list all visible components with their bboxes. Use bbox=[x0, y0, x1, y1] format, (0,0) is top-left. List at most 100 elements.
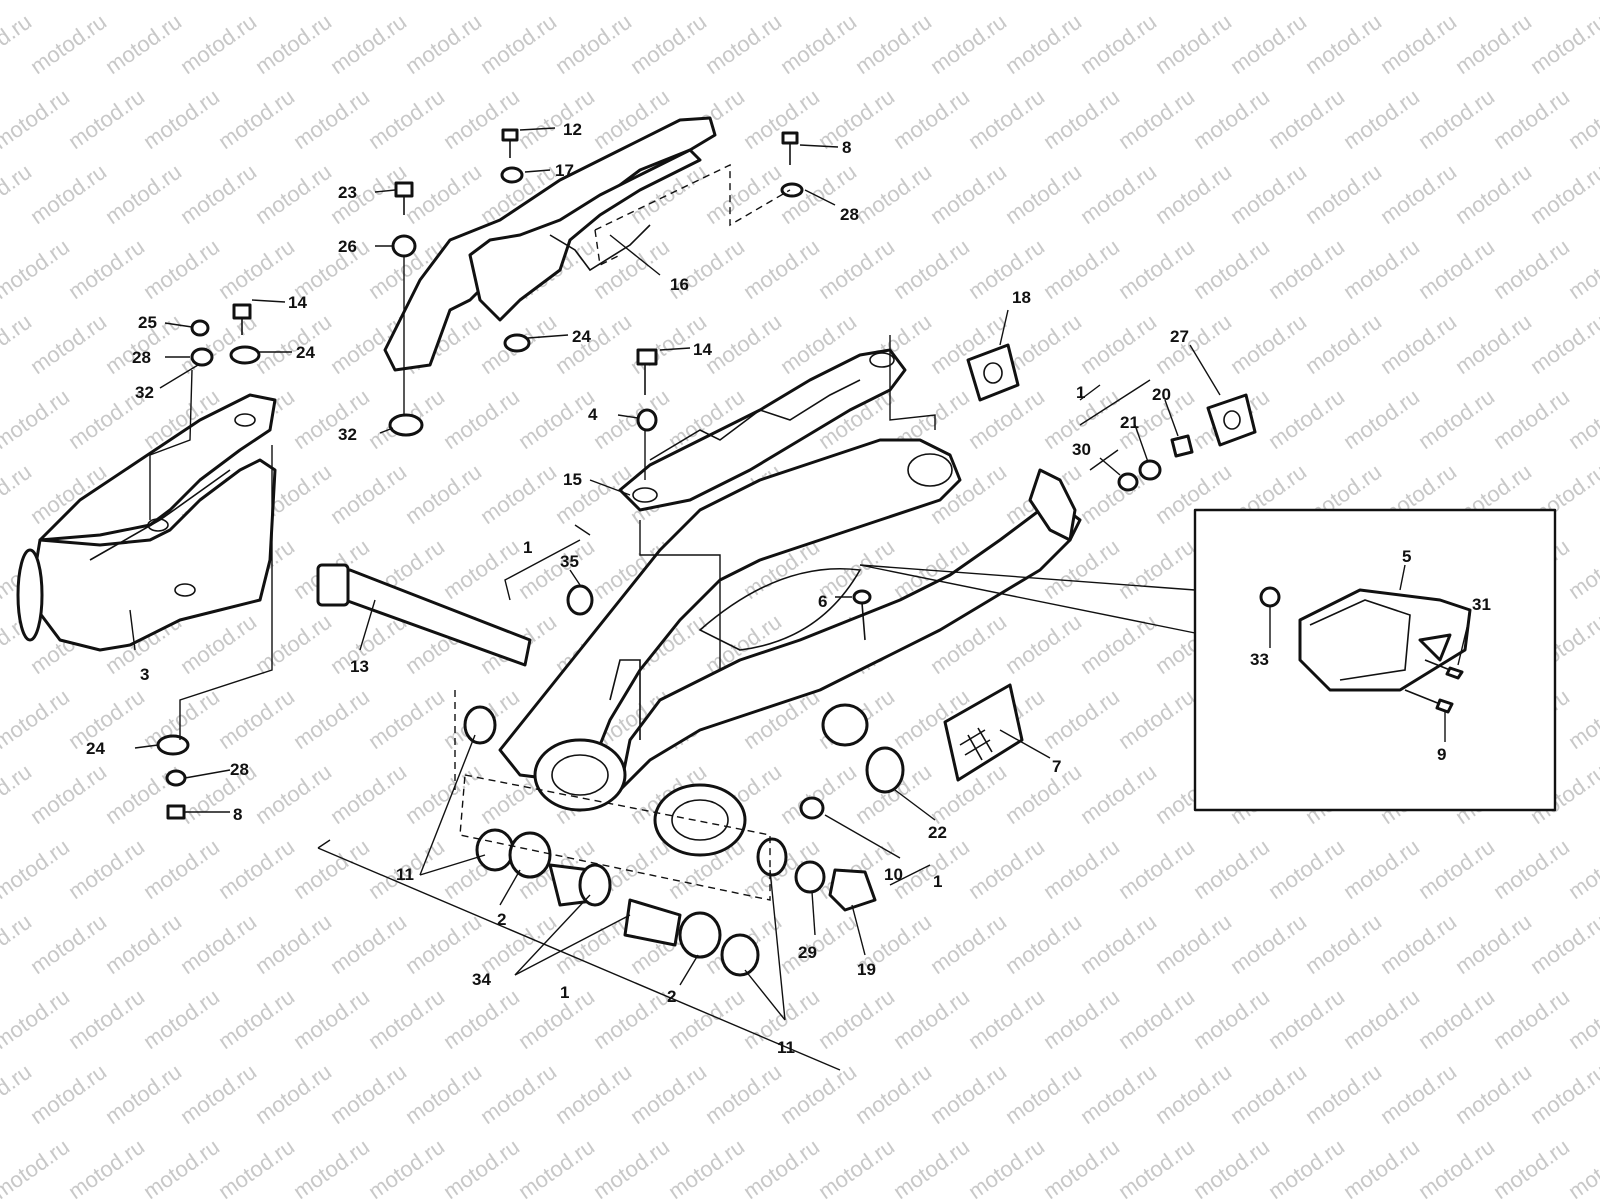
watermark-text: motod.ru bbox=[814, 1134, 899, 1200]
callout-17: 17 bbox=[555, 161, 574, 180]
callout-11-left: 11 bbox=[396, 865, 414, 884]
watermark-text: motod.ru bbox=[1376, 9, 1461, 79]
watermark-text: motod.ru bbox=[1076, 1059, 1161, 1129]
callout-27: 27 bbox=[1170, 327, 1189, 346]
watermark-text: motod.ru bbox=[251, 159, 336, 229]
callout-23: 23 bbox=[338, 183, 357, 202]
watermark-text: motod.ru bbox=[1189, 834, 1274, 904]
watermark-text: motod.ru bbox=[664, 0, 749, 4]
watermark-text: motod.ru bbox=[1376, 309, 1461, 379]
watermark-text: motod.ru bbox=[1339, 84, 1424, 154]
watermark-text: motod.ru bbox=[1489, 834, 1574, 904]
watermark-text: motod.ru bbox=[326, 759, 411, 829]
inset-chain-guide bbox=[1193, 508, 1557, 812]
watermark-text: motod.ru bbox=[851, 9, 936, 79]
watermark-text: motod.ru bbox=[0, 459, 36, 529]
watermark-text: motod.ru bbox=[1489, 384, 1574, 454]
watermark-text: motod.ru bbox=[1451, 159, 1536, 229]
watermark-text: motod.ru bbox=[1039, 684, 1124, 754]
watermark-text: motod.ru bbox=[0, 684, 74, 754]
watermark-text: motod.ru bbox=[439, 84, 524, 154]
watermark-text: motod.ru bbox=[439, 534, 524, 604]
watermark-text: motod.ru bbox=[964, 84, 1049, 154]
watermark-text: motod.ru bbox=[514, 0, 599, 4]
watermark-text: motod.ru bbox=[1376, 159, 1461, 229]
watermark-text: motod.ru bbox=[1226, 309, 1311, 379]
callout-28-top: 28 bbox=[840, 205, 859, 224]
watermark-text: motod.ru bbox=[626, 1059, 711, 1129]
callout-22: 22 bbox=[928, 823, 947, 842]
watermark-text: motod.ru bbox=[1114, 534, 1199, 604]
watermark-text: motod.ru bbox=[814, 0, 899, 4]
watermark-text: motod.ru bbox=[889, 1134, 974, 1200]
watermark-text: motod.ru bbox=[1451, 1059, 1536, 1129]
watermark-text: motod.ru bbox=[0, 234, 74, 304]
chain-guard-top bbox=[383, 116, 717, 372]
watermark-text: motod.ru bbox=[926, 9, 1011, 79]
watermark-text: motod.ru bbox=[64, 234, 149, 304]
callout-21: 21 bbox=[1120, 413, 1139, 432]
watermark-text: motod.ru bbox=[1301, 309, 1386, 379]
callout-32-mid: 32 bbox=[338, 425, 357, 444]
watermark-text: motod.ru bbox=[1076, 309, 1161, 379]
watermark-text: motod.ru bbox=[101, 9, 186, 79]
watermark-text: motod.ru bbox=[139, 234, 224, 304]
watermark-text: motod.ru bbox=[289, 834, 374, 904]
watermark-text: motod.ru bbox=[1564, 1134, 1600, 1200]
watermark-text: motod.ru bbox=[514, 384, 599, 454]
watermark-text: motod.ru bbox=[1076, 909, 1161, 979]
watermark-text: motod.ru bbox=[551, 909, 636, 979]
watermark-text: motod.ru bbox=[176, 9, 261, 79]
watermark-text: motod.ru bbox=[589, 1134, 674, 1200]
watermark-text: motod.ru bbox=[439, 384, 524, 454]
watermark-text: motod.ru bbox=[1489, 1134, 1574, 1200]
watermark-text: motod.ru bbox=[26, 909, 111, 979]
watermark-text: motod.ru bbox=[364, 984, 449, 1054]
watermark-text: motod.ru bbox=[551, 309, 636, 379]
callout-15: 15 bbox=[563, 470, 582, 489]
watermark-text: motod.ru bbox=[0, 159, 36, 229]
watermark-text: motod.ru bbox=[214, 684, 299, 754]
callout-30: 30 bbox=[1072, 440, 1091, 459]
watermark-text: motod.ru bbox=[289, 84, 374, 154]
watermark-text: motod.ru bbox=[1076, 9, 1161, 79]
callout-labels: 12 17 23 26 16 8 28 24 14 24 25 28 32 32… bbox=[86, 120, 1491, 1057]
watermark-text: motod.ru bbox=[101, 909, 186, 979]
watermark-text: motod.ru bbox=[964, 384, 1049, 454]
callout-24-low: 24 bbox=[86, 739, 105, 758]
watermark-text: motod.ru bbox=[1076, 759, 1161, 829]
watermark-text: motod.ru bbox=[739, 0, 824, 4]
watermark-text: motod.ru bbox=[1489, 984, 1574, 1054]
watermark-text: motod.ru bbox=[401, 759, 486, 829]
callout-1-bottom-right: 1 bbox=[933, 872, 942, 891]
watermark-text: motod.ru bbox=[0, 84, 74, 154]
watermark-text: motod.ru bbox=[1301, 159, 1386, 229]
callout-19: 19 bbox=[857, 960, 876, 979]
watermark-text: motod.ru bbox=[1489, 84, 1574, 154]
watermark-text: motod.ru bbox=[739, 234, 824, 304]
watermark-text: motod.ru bbox=[1001, 159, 1086, 229]
watermark-text: motod.ru bbox=[1189, 0, 1274, 4]
watermark-text: motod.ru bbox=[1076, 159, 1161, 229]
watermark-text: motod.ru bbox=[1339, 0, 1424, 4]
watermark-text: motod.ru bbox=[1189, 1134, 1274, 1200]
watermark-text: motod.ru bbox=[64, 1134, 149, 1200]
watermark-text: motod.ru bbox=[439, 1134, 524, 1200]
watermark-text: motod.ru bbox=[476, 9, 561, 79]
watermark-text: motod.ru bbox=[139, 1134, 224, 1200]
watermark-text: motod.ru bbox=[514, 1134, 599, 1200]
callout-11-right: 11 bbox=[777, 1038, 795, 1057]
callout-35: 35 bbox=[560, 552, 579, 571]
watermark-text: motod.ru bbox=[64, 834, 149, 904]
watermark-text: motod.ru bbox=[1189, 984, 1274, 1054]
watermark-text: motod.ru bbox=[776, 909, 861, 979]
watermark-text: motod.ru bbox=[1039, 84, 1124, 154]
callout-18: 18 bbox=[1012, 288, 1031, 307]
watermark-text: motod.ru bbox=[251, 9, 336, 79]
watermark-text: motod.ru bbox=[1564, 684, 1600, 754]
watermark-text: motod.ru bbox=[1151, 159, 1236, 229]
watermark-text: motod.ru bbox=[364, 1134, 449, 1200]
callout-1-mid: 1 bbox=[523, 538, 532, 557]
watermark-text: motod.ru bbox=[1151, 9, 1236, 79]
callout-2-right: 2 bbox=[667, 987, 676, 1006]
